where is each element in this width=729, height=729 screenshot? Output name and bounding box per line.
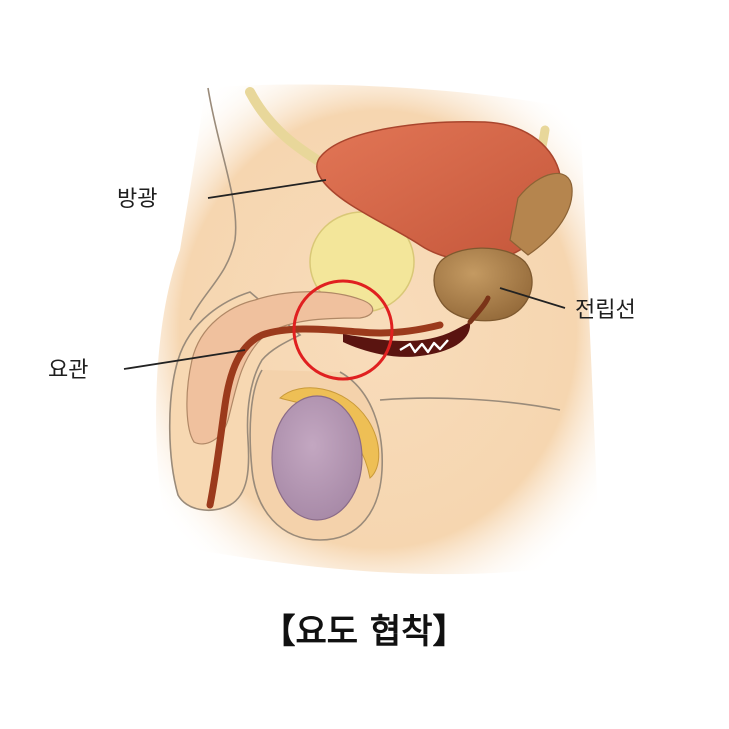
caption-right-bracket: 】	[432, 612, 466, 652]
stricture-lumen	[399, 339, 449, 354]
corpus-cavernosum	[186, 291, 374, 445]
prostatic-urethra	[467, 295, 491, 325]
bladder-leader-line	[207, 179, 327, 199]
perineum-contour	[379, 397, 561, 411]
urethra-label: 요관	[48, 358, 88, 383]
caption-title: 【요도 협착】	[262, 612, 467, 652]
prostate	[433, 247, 533, 322]
prostate-label: 전립선	[575, 298, 636, 323]
caption-left-bracket: 【	[262, 612, 296, 652]
prostate-leader-line	[499, 287, 566, 309]
caption-text: 요도 협착	[296, 612, 433, 652]
red-circle-icon	[292, 279, 394, 381]
abdomen-contour	[189, 87, 237, 321]
urethra-tube	[206, 321, 444, 509]
seminal-vesicle	[509, 172, 573, 256]
bladder-label: 방광	[117, 187, 157, 212]
testis	[271, 395, 363, 521]
urethra-leader-line	[123, 349, 246, 370]
